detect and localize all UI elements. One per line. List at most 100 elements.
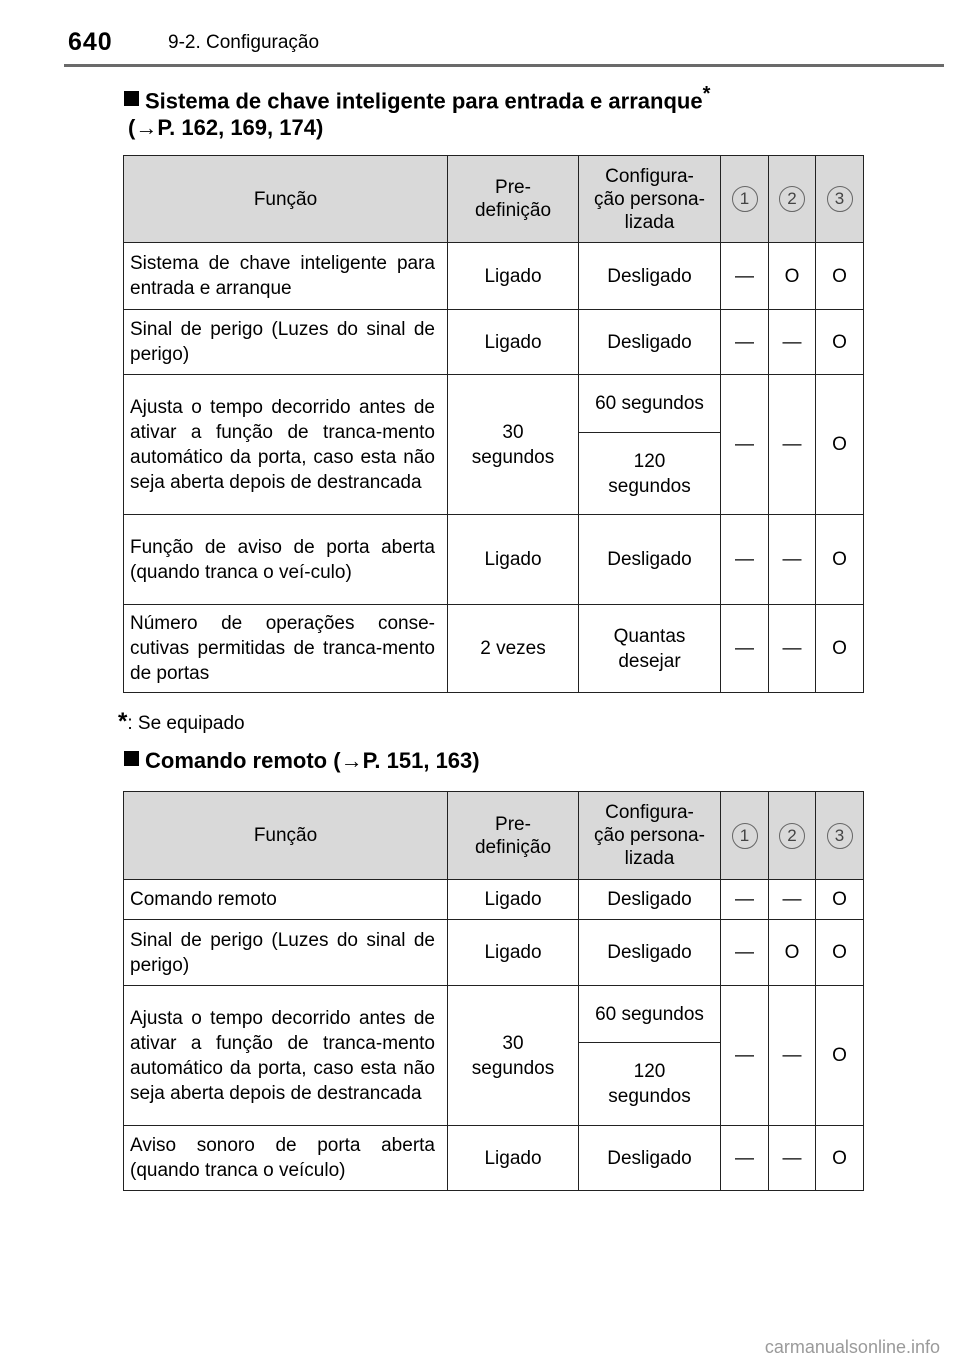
col-custom: Configura- ção persona- lizada	[578, 155, 721, 243]
col-1: 1	[720, 791, 769, 880]
cell-default: 2 vezes	[447, 604, 579, 693]
circled-2-icon: 2	[779, 186, 805, 212]
col-3: 3	[815, 791, 864, 880]
col-function: Função	[123, 791, 448, 880]
col-function: Função	[123, 155, 448, 243]
cell-function: Função de aviso de porta aberta (quando …	[123, 514, 448, 605]
cell-c2: —	[768, 985, 816, 1126]
cell-function: Ajusta o tempo decorrido antes de ativar…	[123, 374, 448, 515]
col-custom: Configura- ção persona- lizada	[578, 791, 721, 880]
section1-heading: Sistema de chave inteligente para entrad…	[124, 78, 710, 117]
cell-c3: O	[815, 374, 864, 515]
cell-default: Ligado	[447, 1125, 579, 1191]
table-row: Ajusta o tempo decorrido antes de ativar…	[123, 374, 864, 515]
cell-custom: Desligado	[578, 919, 721, 986]
col-2: 2	[768, 155, 816, 243]
cell-c2: —	[768, 604, 816, 693]
section2-title: Comando remoto	[145, 748, 328, 773]
cell-c3: O	[815, 242, 864, 310]
cell-c3: O	[815, 919, 864, 986]
cell-function: Sistema de chave inteligente para entrad…	[123, 242, 448, 310]
circled-1-icon: 1	[731, 186, 758, 212]
section2-table: Função Pre- definição Configura- ção per…	[123, 791, 864, 1191]
footnote: *: Se equipado	[118, 708, 245, 736]
table-header-row: Função Pre- definição Configura- ção per…	[123, 791, 864, 880]
cell-c3: O	[815, 985, 864, 1126]
cell-custom: Quantas desejar	[578, 604, 721, 693]
table-subrow: 120 segundos	[124, 432, 864, 515]
cell-default: Ligado	[447, 242, 579, 310]
cell-c3: O	[815, 604, 864, 693]
cell-c3: O	[815, 1125, 864, 1191]
table-row: Ajusta o tempo decorrido antes de ativar…	[123, 985, 864, 1126]
cell-c2: —	[768, 1125, 816, 1191]
section1-title: Sistema de chave inteligente para entrad…	[145, 88, 703, 114]
cell-c1: —	[720, 879, 769, 920]
circled-3-icon: 3	[826, 186, 853, 212]
cell-c2: O	[768, 919, 816, 986]
table-row: Função de aviso de porta aberta (quando …	[123, 514, 864, 605]
cell-c3: O	[815, 879, 864, 920]
cell-default: Ligado	[447, 919, 579, 986]
cell-function: Sinal de perigo (Luzes do sinal de perig…	[123, 919, 448, 986]
cell-function: Comando remoto	[123, 879, 448, 920]
cell-c1: —	[720, 604, 769, 693]
cell-custom: Desligado	[578, 879, 721, 920]
footnote-text: : Se equipado	[127, 713, 245, 734]
cell-default: Ligado	[447, 514, 579, 605]
page-number: 640	[68, 28, 113, 56]
cell-c1: —	[720, 514, 769, 605]
section1-title-mark: *	[702, 83, 711, 105]
cell-c1: —	[720, 985, 769, 1126]
section1-table: Função Pre- definição Configura- ção per…	[123, 155, 864, 693]
circled-3-icon: 3	[826, 822, 853, 849]
cell-custom: Desligado	[578, 514, 721, 605]
circled-2-icon: 2	[779, 822, 805, 849]
cell-custom: Desligado	[578, 309, 721, 375]
section2-reference: (→P. 151, 163)	[333, 748, 480, 773]
header-rule	[64, 64, 944, 67]
cell-c1: —	[720, 242, 769, 310]
cell-c1: —	[720, 919, 769, 986]
table-row: Sistema de chave inteligente para entrad…	[123, 242, 864, 310]
cell-default: Ligado	[447, 309, 579, 375]
cell-custom-option-b: 120 segundos	[578, 432, 721, 515]
col-3: 3	[815, 155, 864, 243]
cell-c1: —	[720, 1125, 769, 1191]
cell-custom-option-a: 60 segundos	[578, 985, 721, 1043]
table-row: Sinal de perigo (Luzes do sinal de perig…	[123, 919, 864, 986]
footnote-mark: *	[118, 708, 128, 735]
section2-heading: Comando remoto (→P. 151, 163)	[124, 745, 480, 777]
table-row: Sinal de perigo (Luzes do sinal de perig…	[123, 309, 864, 375]
table-row: Comando remoto Ligado Desligado — — O	[123, 879, 864, 920]
cell-c3: O	[815, 514, 864, 605]
page-header: 640 9-2. Configuração	[0, 0, 960, 67]
col-default: Pre- definição	[447, 791, 579, 880]
section-label: 9-2. Configuração	[168, 32, 320, 53]
watermark: carmanualsonline.info	[764, 1337, 940, 1357]
cell-custom-option-b: 120 segundos	[578, 1042, 721, 1126]
cell-c2: —	[768, 514, 816, 605]
cell-c2: —	[768, 879, 816, 920]
cell-custom: Desligado	[578, 242, 721, 310]
cell-function: Sinal de perigo (Luzes do sinal de perig…	[123, 309, 448, 375]
cell-c2: —	[768, 309, 816, 375]
bullet-square-icon	[124, 751, 139, 766]
cell-custom-option-a: 60 segundos	[578, 374, 721, 433]
cell-default: 30 segundos	[447, 985, 579, 1126]
table-row: Número de operações conse-cutivas permit…	[123, 604, 864, 693]
cell-default: 30 segundos	[447, 374, 579, 515]
col-default: Pre- definição	[447, 155, 579, 243]
cell-c2: —	[768, 374, 816, 515]
cell-function: Ajusta o tempo decorrido antes de ativar…	[123, 985, 448, 1126]
circled-1-icon: 1	[731, 822, 758, 849]
col-1: 1	[720, 155, 769, 243]
cell-function: Aviso sonoro de porta aberta (quando tra…	[123, 1125, 448, 1191]
col-2: 2	[768, 791, 816, 880]
section1-reference: (→P. 162, 169, 174)	[128, 115, 324, 140]
cell-c1: —	[720, 374, 769, 515]
cell-c2: O	[768, 242, 816, 310]
cell-function: Número de operações conse-cutivas permit…	[123, 604, 448, 693]
cell-c1: —	[720, 309, 769, 375]
cell-c3: O	[815, 309, 864, 375]
